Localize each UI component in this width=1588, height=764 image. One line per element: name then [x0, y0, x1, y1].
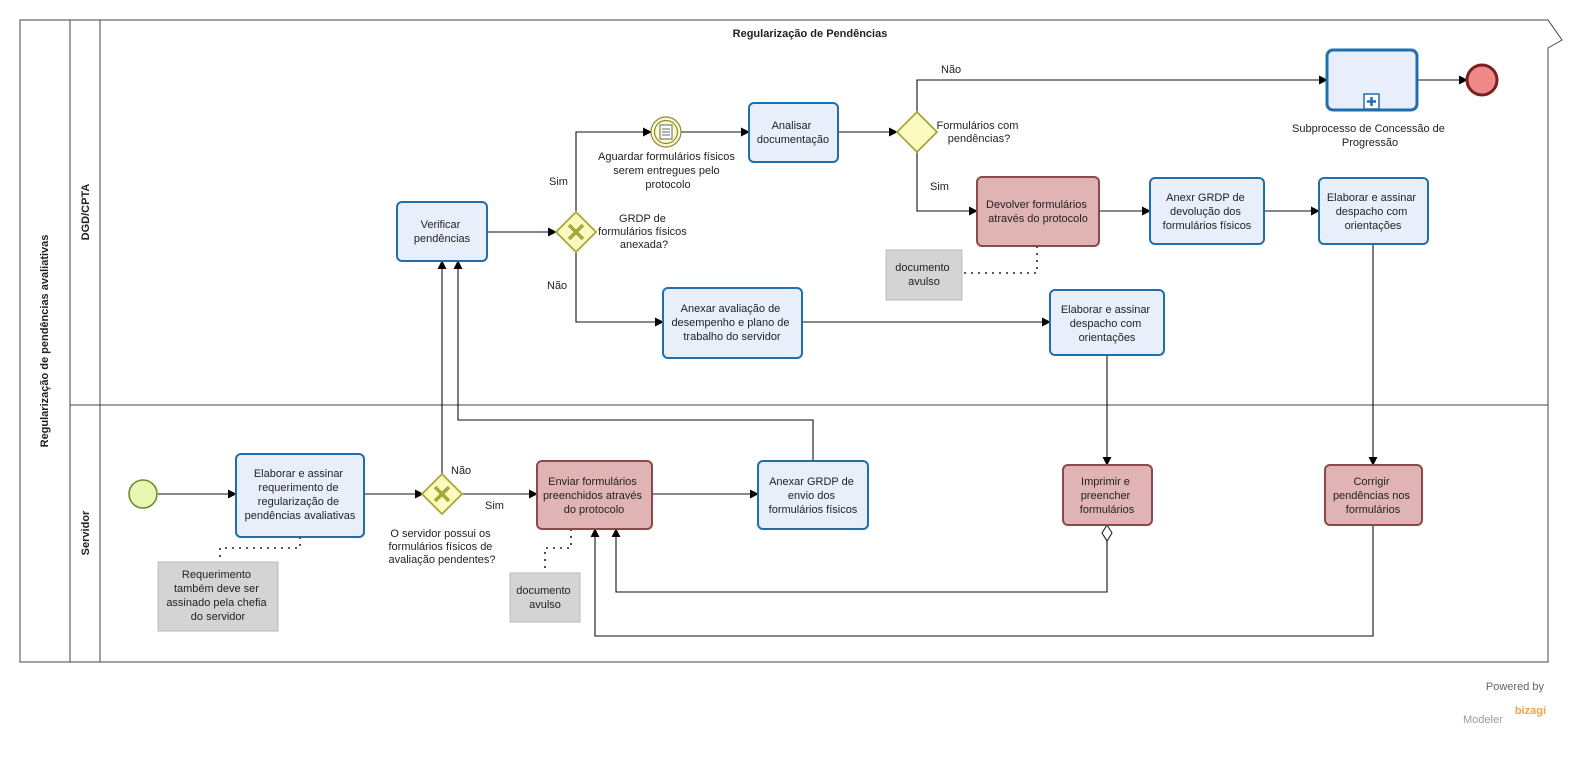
svg-text:Elaborar e assinar despa: Elaborar e assinar despacho com orientaç… — [1327, 192, 1419, 232]
gateway-servidor-possui-label: O servidor possui os formulários físicos… — [388, 528, 495, 566]
task-elaborar-despacho-nao[interactable]: Elaborar e assinar despacho com orientaç… — [1049, 289, 1165, 356]
flow-gw2-sim — [575, 127, 652, 212]
flow-gw3-nao — [916, 75, 1328, 112]
svg-text:Corrigir pendências nos: Corrigir pendências nos formulários — [1333, 476, 1413, 516]
svg-text:Devolver formulários atr: Devolver formulários através do protocol… — [986, 199, 1090, 225]
lane-dgd-label: DGD/CPTA — [80, 184, 92, 241]
annotation-documento-avulso-servidor: documento avulso — [509, 572, 581, 623]
label-sim-gw3: Sim — [930, 181, 949, 193]
gateway-formularios-pendencias[interactable] — [895, 110, 939, 154]
gateway-servidor-possui[interactable] — [420, 472, 464, 516]
task-anexar-grdp-envio[interactable]: Anexar GRDP de envio dos formulários fís… — [757, 460, 869, 530]
svg-text:documento avulso: documento avulso — [895, 262, 953, 288]
expand-icon[interactable] — [1363, 93, 1380, 110]
subprocess-label: Subprocesso de Concessão de Progressão — [1292, 123, 1448, 149]
svg-text:Elaborar e assinar despa: Elaborar e assinar despacho com orientaç… — [1061, 304, 1153, 344]
svg-text:Anexar avaliação de dese: Anexar avaliação de desempenho e plano d… — [671, 303, 792, 343]
gateway-grdp-anexada-label: GRDP de formulários físicos anexada? — [598, 213, 690, 251]
event-aguardar-label: Aguardar formulários físicos serem entre… — [598, 151, 738, 191]
svg-text:Anexar GRDP de envio dos: Anexar GRDP de envio dos formulários fís… — [769, 476, 858, 516]
brand-powered: Powered by — [1486, 681, 1545, 693]
end-event[interactable] — [1465, 63, 1499, 97]
svg-text:Analisar documentação: Analisar documentação — [757, 120, 829, 146]
start-event[interactable] — [128, 479, 158, 509]
flow-gw2-nao — [575, 252, 664, 327]
intermediate-message-event[interactable] — [650, 116, 682, 148]
lane-servidor-label: Servidor — [80, 510, 92, 555]
svg-text:Elaborar e assinar reque: Elaborar e assinar requerimento de regul… — [245, 468, 356, 522]
label-sim-gw1: Sim — [485, 500, 504, 512]
task-imprimir-formularios[interactable]: Imprimir e preencher formulários — [1062, 464, 1153, 526]
task-analisar-documentacao[interactable]: Analisar documentação — [748, 102, 839, 163]
gateway-formularios-pendencias-label: Formulários com pendências? — [937, 120, 1022, 145]
diamond-flow-source — [1101, 524, 1113, 542]
gateway-grdp-anexada[interactable] — [554, 210, 598, 254]
label-sim-gw2: Sim — [549, 176, 568, 188]
bizagi-logo: Powered by bizagi Modeler — [1463, 681, 1546, 726]
flow-gw3-sim — [916, 152, 978, 216]
task-elaborar-despacho-dgd[interactable]: Elaborar e assinar despacho com orientaç… — [1318, 177, 1429, 245]
label-nao-gw2: Não — [547, 280, 567, 292]
task-verificar-pendencias[interactable]: Verificar pendências — [396, 201, 488, 262]
svg-text:documento avulso: documento avulso — [516, 585, 574, 611]
brand-product: Modeler — [1463, 714, 1503, 726]
task-elaborar-requerimento[interactable]: Elaborar e assinar requerimento de regul… — [235, 453, 365, 538]
label-nao-gw3: Não — [941, 64, 961, 76]
svg-text:Imprimir e preencher: Imprimir e preencher formulários — [1080, 476, 1135, 516]
sequence-flows — [158, 75, 1468, 637]
flow-anexar-to-verificar — [453, 260, 814, 461]
svg-text:Enviar formulários preen: Enviar formulários preenchidos através d… — [543, 476, 645, 516]
task-devolver-formularios[interactable]: Devolver formulários através do protocol… — [976, 176, 1100, 247]
task-anexr-grdp-devolucao[interactable]: Anexr GRDP de devolução dos formulários … — [1149, 177, 1265, 245]
brand-name: bizagi — [1515, 705, 1546, 717]
svg-text:Requerimento também deve: Requerimento também deve ser assinado pe… — [166, 569, 269, 623]
svg-text:Anexr GRDP de devolução: Anexr GRDP de devolução dos formulários … — [1163, 192, 1252, 232]
task-enviar-formularios[interactable]: Enviar formulários preenchidos através d… — [536, 460, 653, 530]
pool-subtitle: Regularização de Pendências — [733, 28, 888, 40]
pool-title: Regularização de pendências avaliativas — [39, 235, 51, 448]
task-corrigir-pendencias[interactable]: Corrigir pendências nos formulários — [1324, 464, 1423, 526]
flow-corrigir-to-enviar — [590, 525, 1374, 637]
label-nao-gw1: Não — [451, 465, 471, 477]
associations — [219, 246, 1038, 573]
annotation-documento-avulso-dgd: documento avulso — [885, 249, 963, 301]
task-anexar-avaliacao[interactable]: Anexar avaliação de desempenho e plano d… — [662, 287, 803, 359]
flow-imprimir-to-enviar — [611, 528, 1108, 593]
annotation-requerimento: Requerimento também deve ser assinado pe… — [157, 561, 279, 632]
svg-text:Verificar pendências: Verificar pendências — [414, 219, 471, 245]
subprocess-concessao[interactable] — [1325, 48, 1419, 112]
